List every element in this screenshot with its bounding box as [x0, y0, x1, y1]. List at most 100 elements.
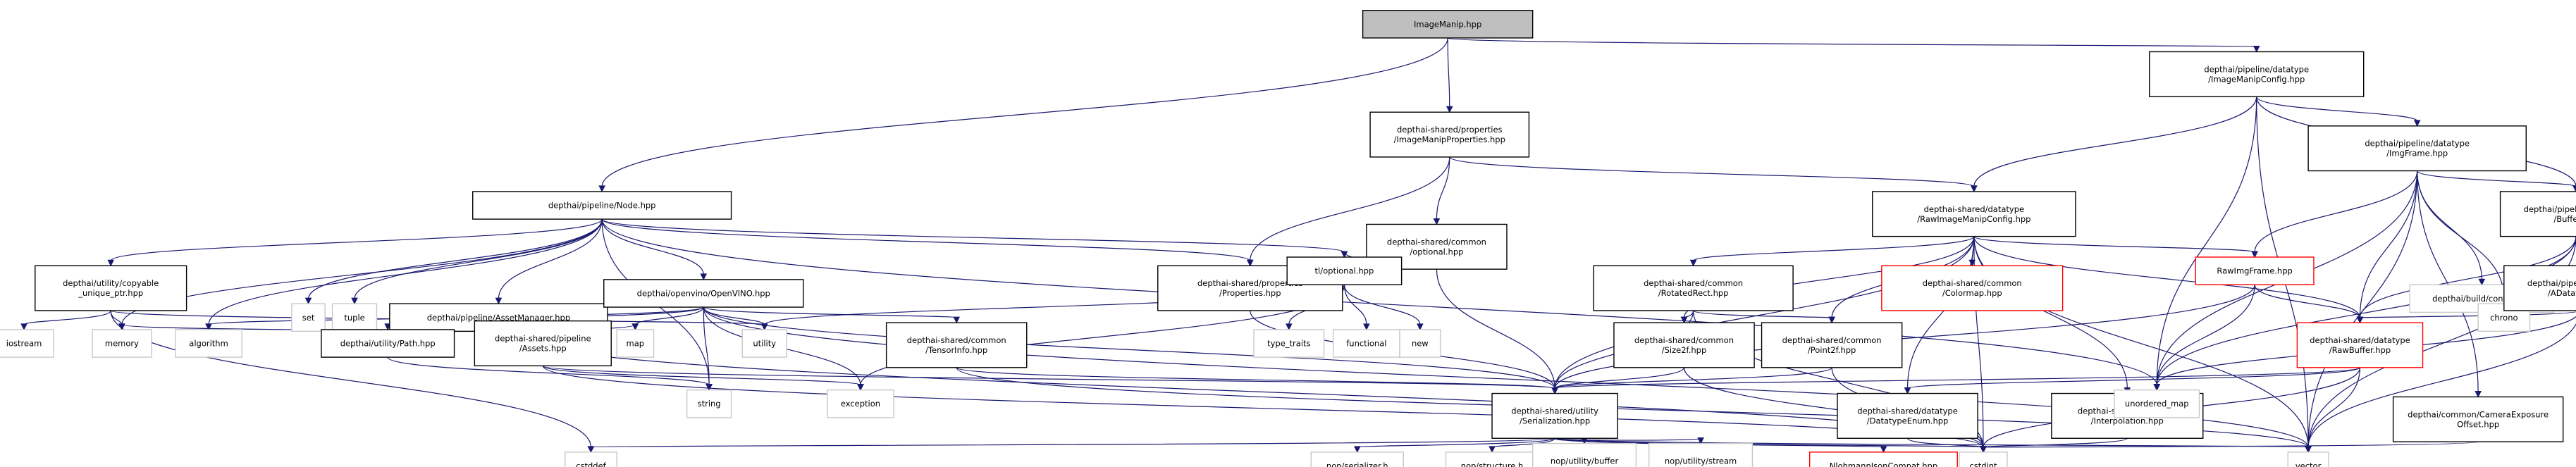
graph-node-buffer[interactable]: depthai/pipeline/datatype/Buffer.hpp: [2499, 191, 2576, 237]
graph-node-rawbuffer[interactable]: depthai-shared/datatype/RawBuffer.hpp: [2296, 322, 2424, 368]
graph-node-rawimcfg[interactable]: depthai-shared/datatype/RawImageManipCon…: [1872, 191, 2076, 237]
arrowhead-imgframe-to-camexp: [2475, 390, 2482, 398]
graph-node-root[interactable]: ImageManip.hpp: [1362, 9, 1534, 39]
graph-node-nlohmann[interactable]: NlohmannJsonCompat.hpp: [1808, 452, 1958, 467]
node-label: /Colormap.hpp: [1942, 288, 2002, 298]
graph-node-unordered_map: unordered_map: [2114, 389, 2200, 418]
edge-rotrect-to-point2f: [1693, 310, 1832, 318]
node-label: tl/optional.hpp: [1315, 266, 1374, 276]
arrowhead-imcfg-to-rawimcfg: [1971, 185, 1978, 193]
graph-node-new: new: [1399, 329, 1441, 358]
arrowhead-tloptional-to-type_traits: [1286, 323, 1293, 331]
edge-improps-to-properties: [1250, 156, 1450, 261]
edge-buffer-to-rawbuffer: [2359, 236, 2576, 318]
arrowhead-node-to-set: [304, 297, 312, 305]
node-box: [1593, 265, 1794, 311]
edge-optional-to-serialization: [1436, 269, 1555, 389]
graph-node-rawimgframe[interactable]: RawImgFrame.hpp: [2195, 256, 2315, 285]
node-label: /Buffer.hpp: [2553, 214, 2576, 224]
node-label: depthai/utility/copyable: [63, 278, 159, 288]
edge-root-to-imcfg: [1447, 37, 2257, 48]
graph-node-copyable[interactable]: depthai/utility/copyable_unique_ptr.hpp: [35, 265, 187, 311]
node-label: /ADatatype.hpp: [2548, 288, 2576, 298]
edge-serialization-to-cstddef: [590, 437, 1555, 448]
node-label: string: [698, 399, 721, 409]
graph-node-nopstruct: nop/structure.h: [1445, 452, 1539, 467]
graph-node-cstdint: cstdint: [1959, 452, 2008, 467]
edge-openvino-to-tensorinfo: [703, 306, 957, 318]
edge-imgframe-to-camexp: [2417, 170, 2479, 392]
graph-node-size2f[interactable]: depthai-shared/common/Size2f.hpp: [1613, 322, 1755, 368]
arrowhead-root-to-improps: [1446, 106, 1453, 113]
node-box: [291, 303, 326, 332]
node-label: depthai/utility/Path.hpp: [340, 339, 436, 349]
arrowhead-root-to-node: [598, 185, 605, 193]
edge-imgframe-to-chrono: [2417, 170, 2505, 299]
graph-node-colormap[interactable]: depthai-shared/common/Colormap.hpp: [1881, 265, 2064, 311]
node-label: _reader.h: [1565, 466, 1603, 467]
arrowhead-serialization-to-nopstruct: [1489, 446, 1496, 453]
node-box: [35, 265, 187, 311]
arrowhead-openvino-to-tensorinfo: [953, 316, 961, 324]
graph-node-iostream: iostream: [0, 329, 54, 358]
arrowhead-root-to-imcfg: [2253, 45, 2260, 53]
arrowhead-serialization-to-cstdint: [1980, 446, 1987, 453]
node-label: /RotatedRect.hpp: [1658, 288, 1729, 298]
edge-assets-to-exception: [542, 365, 861, 386]
graph-node-point2f[interactable]: depthai-shared/common/Point2f.hpp: [1761, 322, 1903, 368]
edge-rawimcfg-to-rawimgframe: [1973, 236, 2255, 253]
node-label: nop/utility/stream: [1665, 456, 1737, 466]
graph-node-imcfg[interactable]: depthai/pipeline/datatype/ImageManipConf…: [2149, 51, 2365, 97]
node-label: type_traits: [1267, 339, 1310, 349]
node-label: functional: [1346, 339, 1386, 349]
edge-rawimgframe-to-serialization: [1554, 285, 2255, 389]
node-box: [1253, 329, 1325, 358]
node-label: depthai/common/CameraExposure: [2408, 409, 2549, 419]
graph-node-node[interactable]: depthai/pipeline/Node.hpp: [472, 191, 732, 220]
node-box: [1286, 256, 1403, 285]
graph-node-path[interactable]: depthai/utility/Path.hpp: [321, 329, 455, 358]
edge-imgframe-to-buildcfg: [2417, 170, 2482, 280]
edge-rawimgframe-to-unordered_map: [2156, 285, 2255, 385]
node-label: depthai-shared/datatype: [1924, 204, 2025, 214]
node-label: depthai-shared/common: [1644, 278, 1743, 288]
graph-node-tloptional[interactable]: tl/optional.hpp: [1286, 256, 1403, 285]
graph-node-dtenum[interactable]: depthai-shared/datatype/DatatypeEnum.hpp: [1837, 392, 1978, 439]
graph-node-improps[interactable]: depthai-shared/properties/ImageManipProp…: [1369, 111, 1530, 158]
node-label: /DatatypeEnum.hpp: [1867, 416, 1949, 425]
node-label: depthai/pipeline/datatype: [2524, 204, 2576, 214]
node-label: /Interpolation.hpp: [2091, 416, 2164, 425]
node-label: chrono: [2490, 313, 2518, 323]
node-label: set: [302, 313, 315, 323]
node-label: /RawImageManipConfig.hpp: [1917, 214, 2030, 224]
graph-node-tensorinfo[interactable]: depthai-shared/common/TensorInfo.hpp: [885, 322, 1028, 368]
node-label: Offset.hpp: [2457, 419, 2499, 429]
edge-improps-to-optional: [1436, 156, 1450, 220]
node-label: /TensorInfo.hpp: [925, 345, 987, 355]
edge-node-to-properties: [601, 218, 1251, 261]
arrowhead-serialization-to-nopser: [1353, 446, 1361, 453]
edge-rawimcfg-to-dtenum: [1906, 236, 1975, 389]
edge-rawimcfg-to-interp: [1973, 236, 2128, 389]
node-box: [1399, 329, 1441, 358]
graph-node-serialization[interactable]: depthai-shared/utility/Serialization.hpp: [1491, 392, 1618, 439]
graph-node-exception: exception: [827, 389, 894, 418]
arrowhead-rawbuffer-to-serialization: [1551, 387, 1558, 394]
node-label: /Point2f.hpp: [1808, 345, 1856, 355]
graph-node-rotrect[interactable]: depthai-shared/common/RotatedRect.hpp: [1593, 265, 1794, 311]
graph-node-assets[interactable]: depthai-shared/pipeline/Assets.hpp: [474, 320, 612, 367]
edge-size2f-to-serialization: [1554, 367, 1685, 390]
edge-node-to-set: [307, 219, 603, 299]
graph-node-adatatype[interactable]: depthai/pipeline/datatype/ADatatype.hpp: [2503, 265, 2576, 311]
node-box: [1332, 329, 1400, 358]
graph-node-imgframe[interactable]: depthai/pipeline/datatype/ImgFrame.hpp: [2307, 125, 2527, 172]
arrowhead-rawimgframe-to-unordered_map: [2153, 384, 2161, 391]
edge-node-to-tuple: [354, 219, 603, 299]
graph-node-openvino[interactable]: depthai/openvino/OpenVINO.hpp: [603, 279, 804, 308]
edge-adatatype-to-vector: [2307, 323, 2576, 447]
node-label: cstdint: [1969, 461, 1997, 467]
arrowhead-improps-to-optional: [1433, 218, 1441, 225]
graph-node-algorithm: algorithm: [175, 329, 242, 358]
edge-node-to-assetmgr: [498, 219, 603, 299]
